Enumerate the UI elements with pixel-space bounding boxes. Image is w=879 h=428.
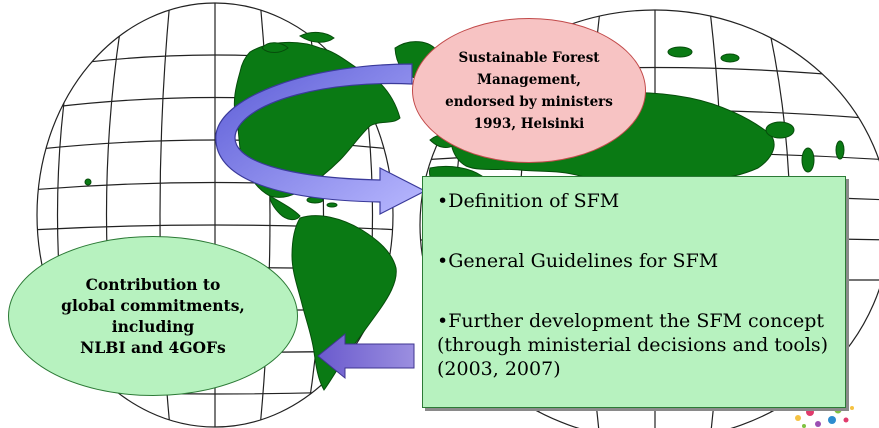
bullet-definition: •Definition of SFM: [437, 190, 620, 212]
global-commitments-text: Contribution to global commitments, incl…: [61, 275, 245, 357]
sfm-endorsement-text: Sustainable Forest Management, endorsed …: [445, 49, 613, 132]
bullet-guidelines: •General Guidelines for SFM: [437, 250, 719, 272]
small-arrow: [317, 332, 415, 380]
bullet-further-development: •Further development the SFM concept (th…: [437, 310, 829, 380]
sfm-endorsement-ellipse: Sustainable Forest Management, endorsed …: [412, 18, 646, 163]
global-commitments-ellipse: Contribution to global commitments, incl…: [8, 236, 298, 396]
curved-arrow: [215, 63, 427, 215]
sfm-outcomes-box: •Definition of SFM •General Guidelines f…: [422, 176, 846, 408]
